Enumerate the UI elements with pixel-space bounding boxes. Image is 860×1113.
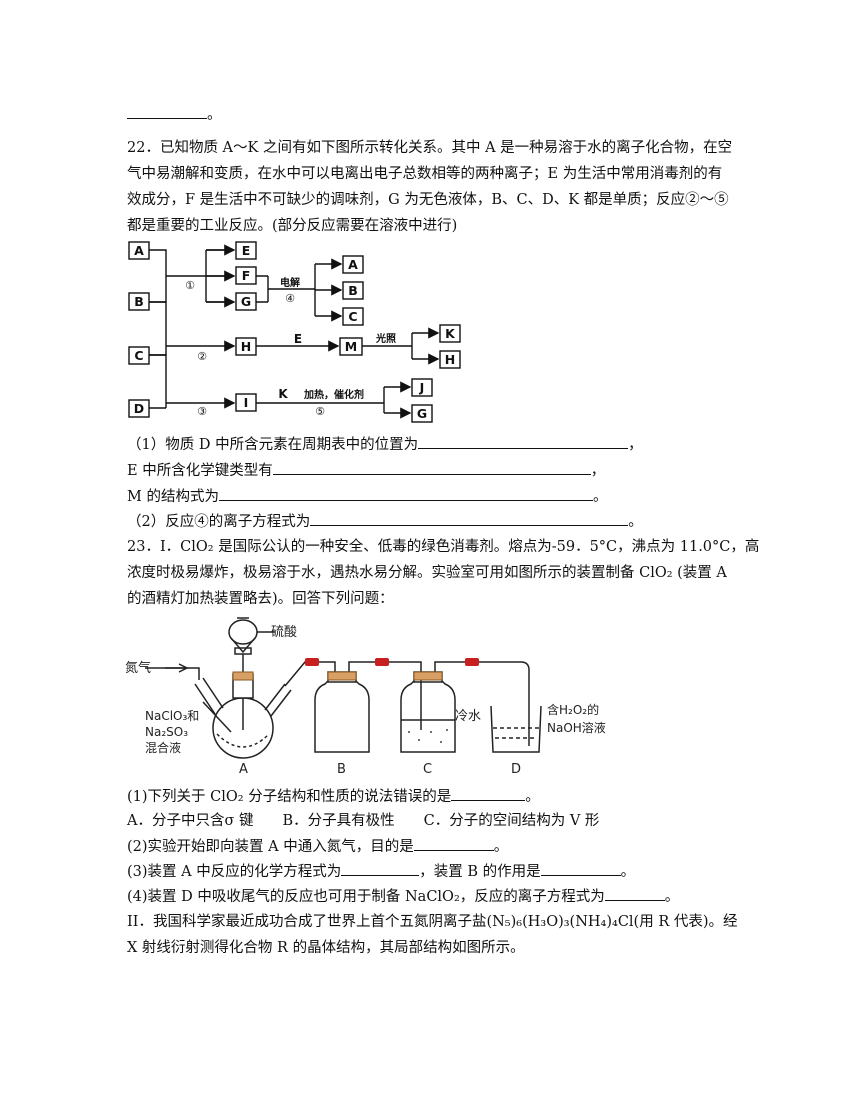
box-D: D bbox=[134, 401, 144, 416]
prev-answer-line: 。 bbox=[127, 104, 222, 125]
apparatus-A-label: A bbox=[239, 762, 248, 777]
q23-part2-line-1: II．我国科学家最近成功合成了世界上首个五氮阴离子盐(N₅)₆(H₃O)₃(NH… bbox=[127, 914, 738, 930]
nitrogen-label: 氮气 bbox=[125, 660, 151, 676]
box-B2: B bbox=[348, 283, 358, 298]
box-C: C bbox=[134, 348, 143, 363]
box-C2: C bbox=[348, 309, 357, 324]
box-G: G bbox=[241, 294, 251, 309]
answer-blank bbox=[418, 434, 629, 449]
naoh-label-1: 含H₂O₂的 bbox=[547, 702, 599, 717]
apparatus-diagram: 硫酸 氮气 NaClO₃和 Na₂SO₃ 混合液 冷水 含H₂O₂的 NaOH溶… bbox=[125, 617, 606, 777]
E-arrow-label: E bbox=[294, 332, 302, 346]
box-H: H bbox=[241, 339, 251, 354]
apparatus-C-label: C bbox=[423, 762, 432, 777]
q22-line-1: 22．已知物质 A～K 之间有如下图所示转化关系。其中 A 是一种易溶于水的离子… bbox=[127, 140, 733, 156]
q22-line-2: 气中易潮解和变质，在水中可以电离出电子总数相等的两种离子；E 为生活中常用消毒剂… bbox=[127, 166, 723, 182]
q22-part1-structure: M 的结构式为。 bbox=[127, 486, 607, 507]
reagent-label-1: NaClO₃和 bbox=[145, 709, 199, 723]
box-J: J bbox=[419, 380, 425, 395]
q22-line-4: 都是重要的工业反应。(部分反应需要在溶液中进行) bbox=[127, 218, 458, 234]
q22-line-3: 效成分，F 是生活中不可缺少的调味剂，G 为无色液体，B、C、D、K 都是单质；… bbox=[127, 192, 729, 208]
box-E: E bbox=[242, 243, 251, 258]
box-M: M bbox=[345, 339, 357, 354]
cold-water-label: 冷水 bbox=[455, 709, 481, 724]
answer-blank bbox=[272, 460, 591, 475]
answer-blank bbox=[604, 886, 665, 901]
q22-part1-bond-type: E 中所含化学键类型有， bbox=[127, 460, 605, 481]
box-K: K bbox=[445, 326, 456, 341]
q22-part1-position: （1）物质 D 中所含元素在周期表中的位置为， bbox=[127, 434, 643, 455]
electrolysis-label: 电解 bbox=[280, 276, 300, 289]
answer-blank bbox=[413, 836, 494, 851]
apparatus-D-label: D bbox=[511, 762, 521, 777]
apparatus-B-label: B bbox=[337, 762, 346, 777]
period: 。 bbox=[207, 107, 222, 123]
reaction-5-label: ⑤ bbox=[315, 405, 325, 418]
q22-part2-equation: （2）反应④的离子方程式为。 bbox=[127, 511, 643, 532]
box-A2: A bbox=[348, 257, 358, 272]
heat-catalyst-label: 加热，催化剂 bbox=[303, 388, 364, 401]
q23-line-2: 浓度时极易爆炸，极易溶于水，遇热水易分解。实验室可用如图所示的装置制备 ClO₂… bbox=[127, 565, 727, 581]
reagent-label-2: Na₂SO₃ bbox=[145, 725, 188, 739]
answer-blank bbox=[341, 861, 420, 876]
light-label: 光照 bbox=[375, 332, 396, 345]
box-A: A bbox=[134, 243, 144, 258]
q23-sub3: (3)装置 A 中反应的化学方程式为，装置 B 的作用是。 bbox=[127, 861, 635, 882]
answer-blank bbox=[127, 104, 207, 119]
reaction-4-label: ④ bbox=[285, 292, 295, 305]
box-G2: G bbox=[417, 406, 427, 421]
q23-sub1: (1)下列关于 ClO₂ 分子结构和性质的说法错误的是。 bbox=[127, 786, 540, 807]
answer-blank bbox=[218, 486, 593, 501]
answer-blank bbox=[540, 861, 621, 876]
q23-sub4: (4)装置 D 中吸收尾气的反应也可用于制备 NaClO₂，反应的离子方程式为。 bbox=[127, 886, 679, 907]
reagent-label-3: 混合液 bbox=[145, 740, 181, 755]
q23-line-3: 的酒精灯加热装置略去)。回答下列问题： bbox=[127, 591, 394, 607]
answer-blank bbox=[451, 786, 526, 801]
box-F: F bbox=[242, 268, 251, 283]
naoh-label-2: NaOH溶液 bbox=[547, 720, 606, 735]
q23-part2-line-2: X 射线衍射测得化合物 R 的晶体结构，其局部结构如图所示。 bbox=[127, 940, 525, 956]
box-B: B bbox=[134, 294, 144, 309]
answer-blank bbox=[310, 511, 629, 526]
q23-sub2: (2)实验开始即向装置 A 中通入氮气，目的是。 bbox=[127, 836, 508, 857]
reaction-2-label: ② bbox=[197, 350, 207, 363]
box-I: I bbox=[244, 395, 249, 410]
reaction-1-label: ① bbox=[185, 279, 195, 292]
sulfuric-acid-label: 硫酸 bbox=[271, 625, 297, 640]
K-arrow-label: K bbox=[278, 387, 288, 401]
reaction-3-label: ③ bbox=[197, 405, 207, 418]
box-H2: H bbox=[445, 352, 455, 367]
q23-line-1: 23．I．ClO₂ 是国际公认的一种安全、低毒的绿色消毒剂。熔点为-59．5°C… bbox=[127, 539, 760, 555]
conversion-diagram: A B C D E F G A B C H M K H I J G ① 电解 ④… bbox=[128, 241, 461, 423]
q23-sub1-options: A．分子中只含σ 键 B．分子具有极性 C．分子的空间结构为 V 形 bbox=[127, 813, 600, 829]
